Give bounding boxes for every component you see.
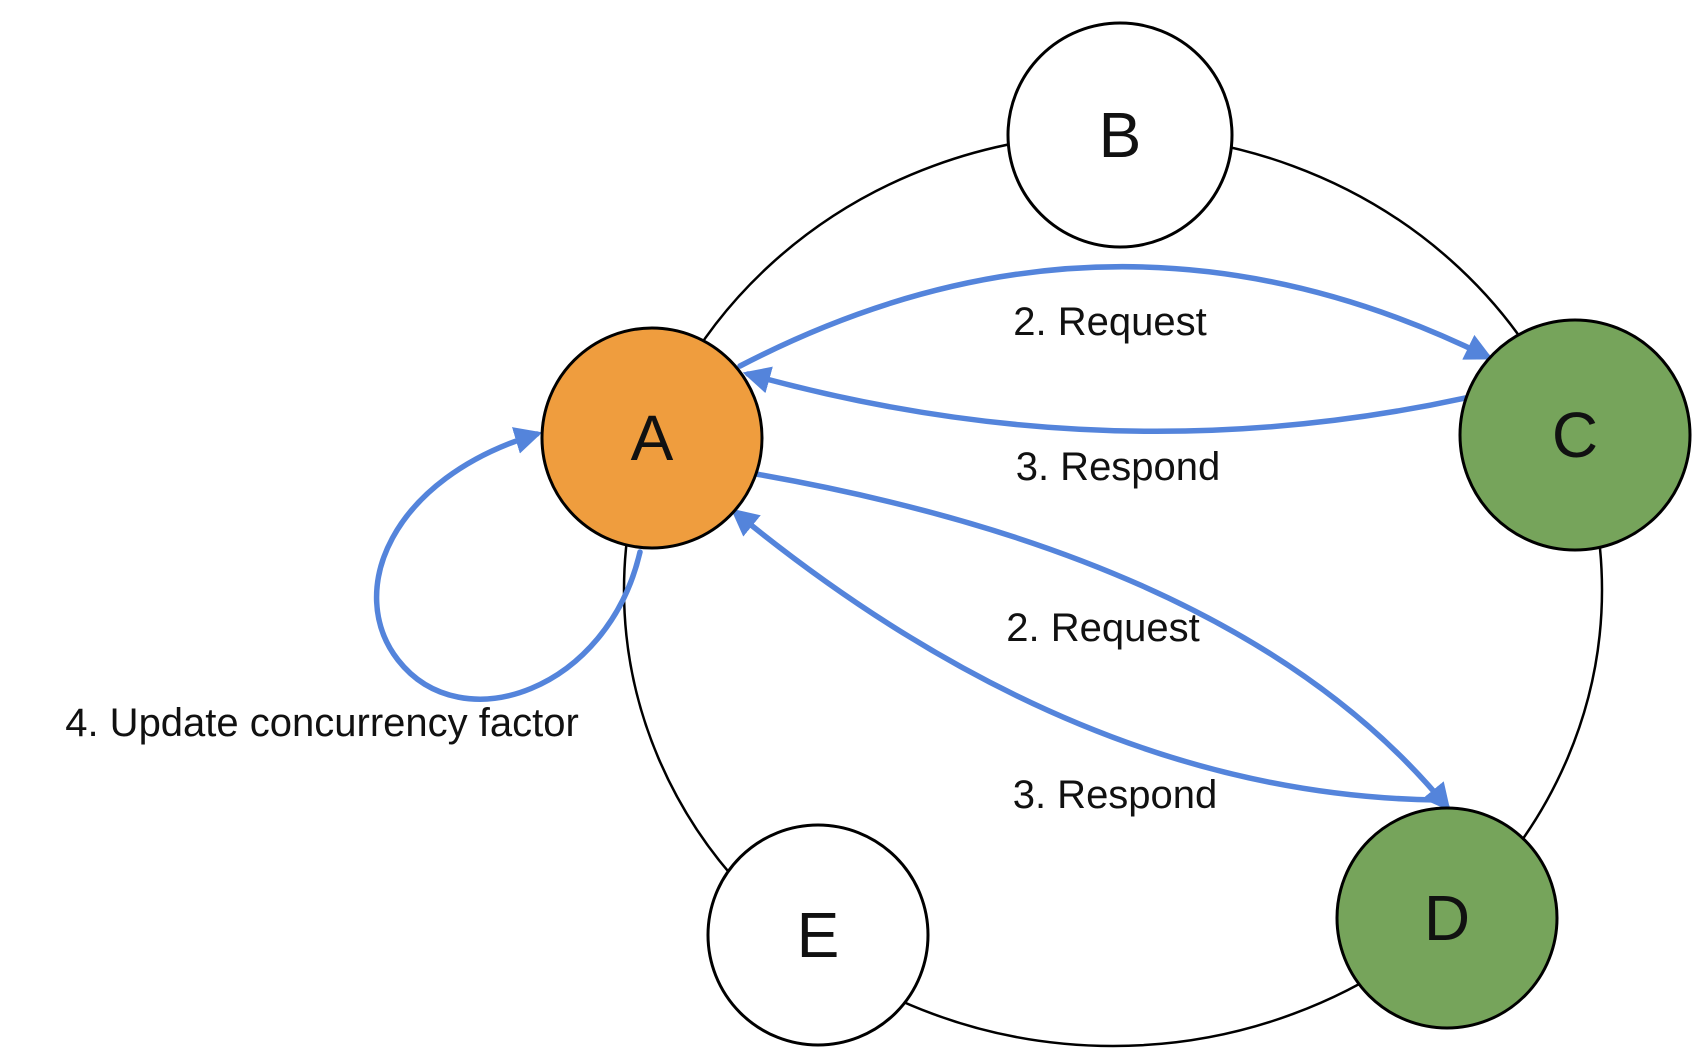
node-B [1006,21,1234,249]
edge-label-respond-c-to-a: 3. Respond [1016,445,1221,489]
edge-label-self-loop-update-a: 4. Update concurrency factor [65,701,579,745]
edge-arrow-self-loop-update-a [373,427,643,702]
edge-label-request-a-to-d: 2. Request [1006,606,1199,650]
node-label-D: D [1424,882,1470,954]
node-label-C: C [1552,399,1598,471]
node-E [706,823,930,1047]
node-D [1335,806,1559,1030]
edge-arrow-respond-d-to-a [730,508,1440,803]
node-C [1458,318,1692,552]
edge-label-request-a-to-c: 2. Request [1013,300,1206,344]
edge-arrow-request-a-to-d [753,471,1451,812]
node-label-E: E [797,899,840,971]
node-label-B: B [1099,99,1142,171]
edge-arrow-request-a-to-c [737,263,1493,369]
node-label-A: A [631,402,674,474]
node-A [540,326,764,550]
edge-arrow-respond-c-to-a [742,366,1468,435]
edge-label-respond-d-to-a: 3. Respond [1013,773,1218,817]
